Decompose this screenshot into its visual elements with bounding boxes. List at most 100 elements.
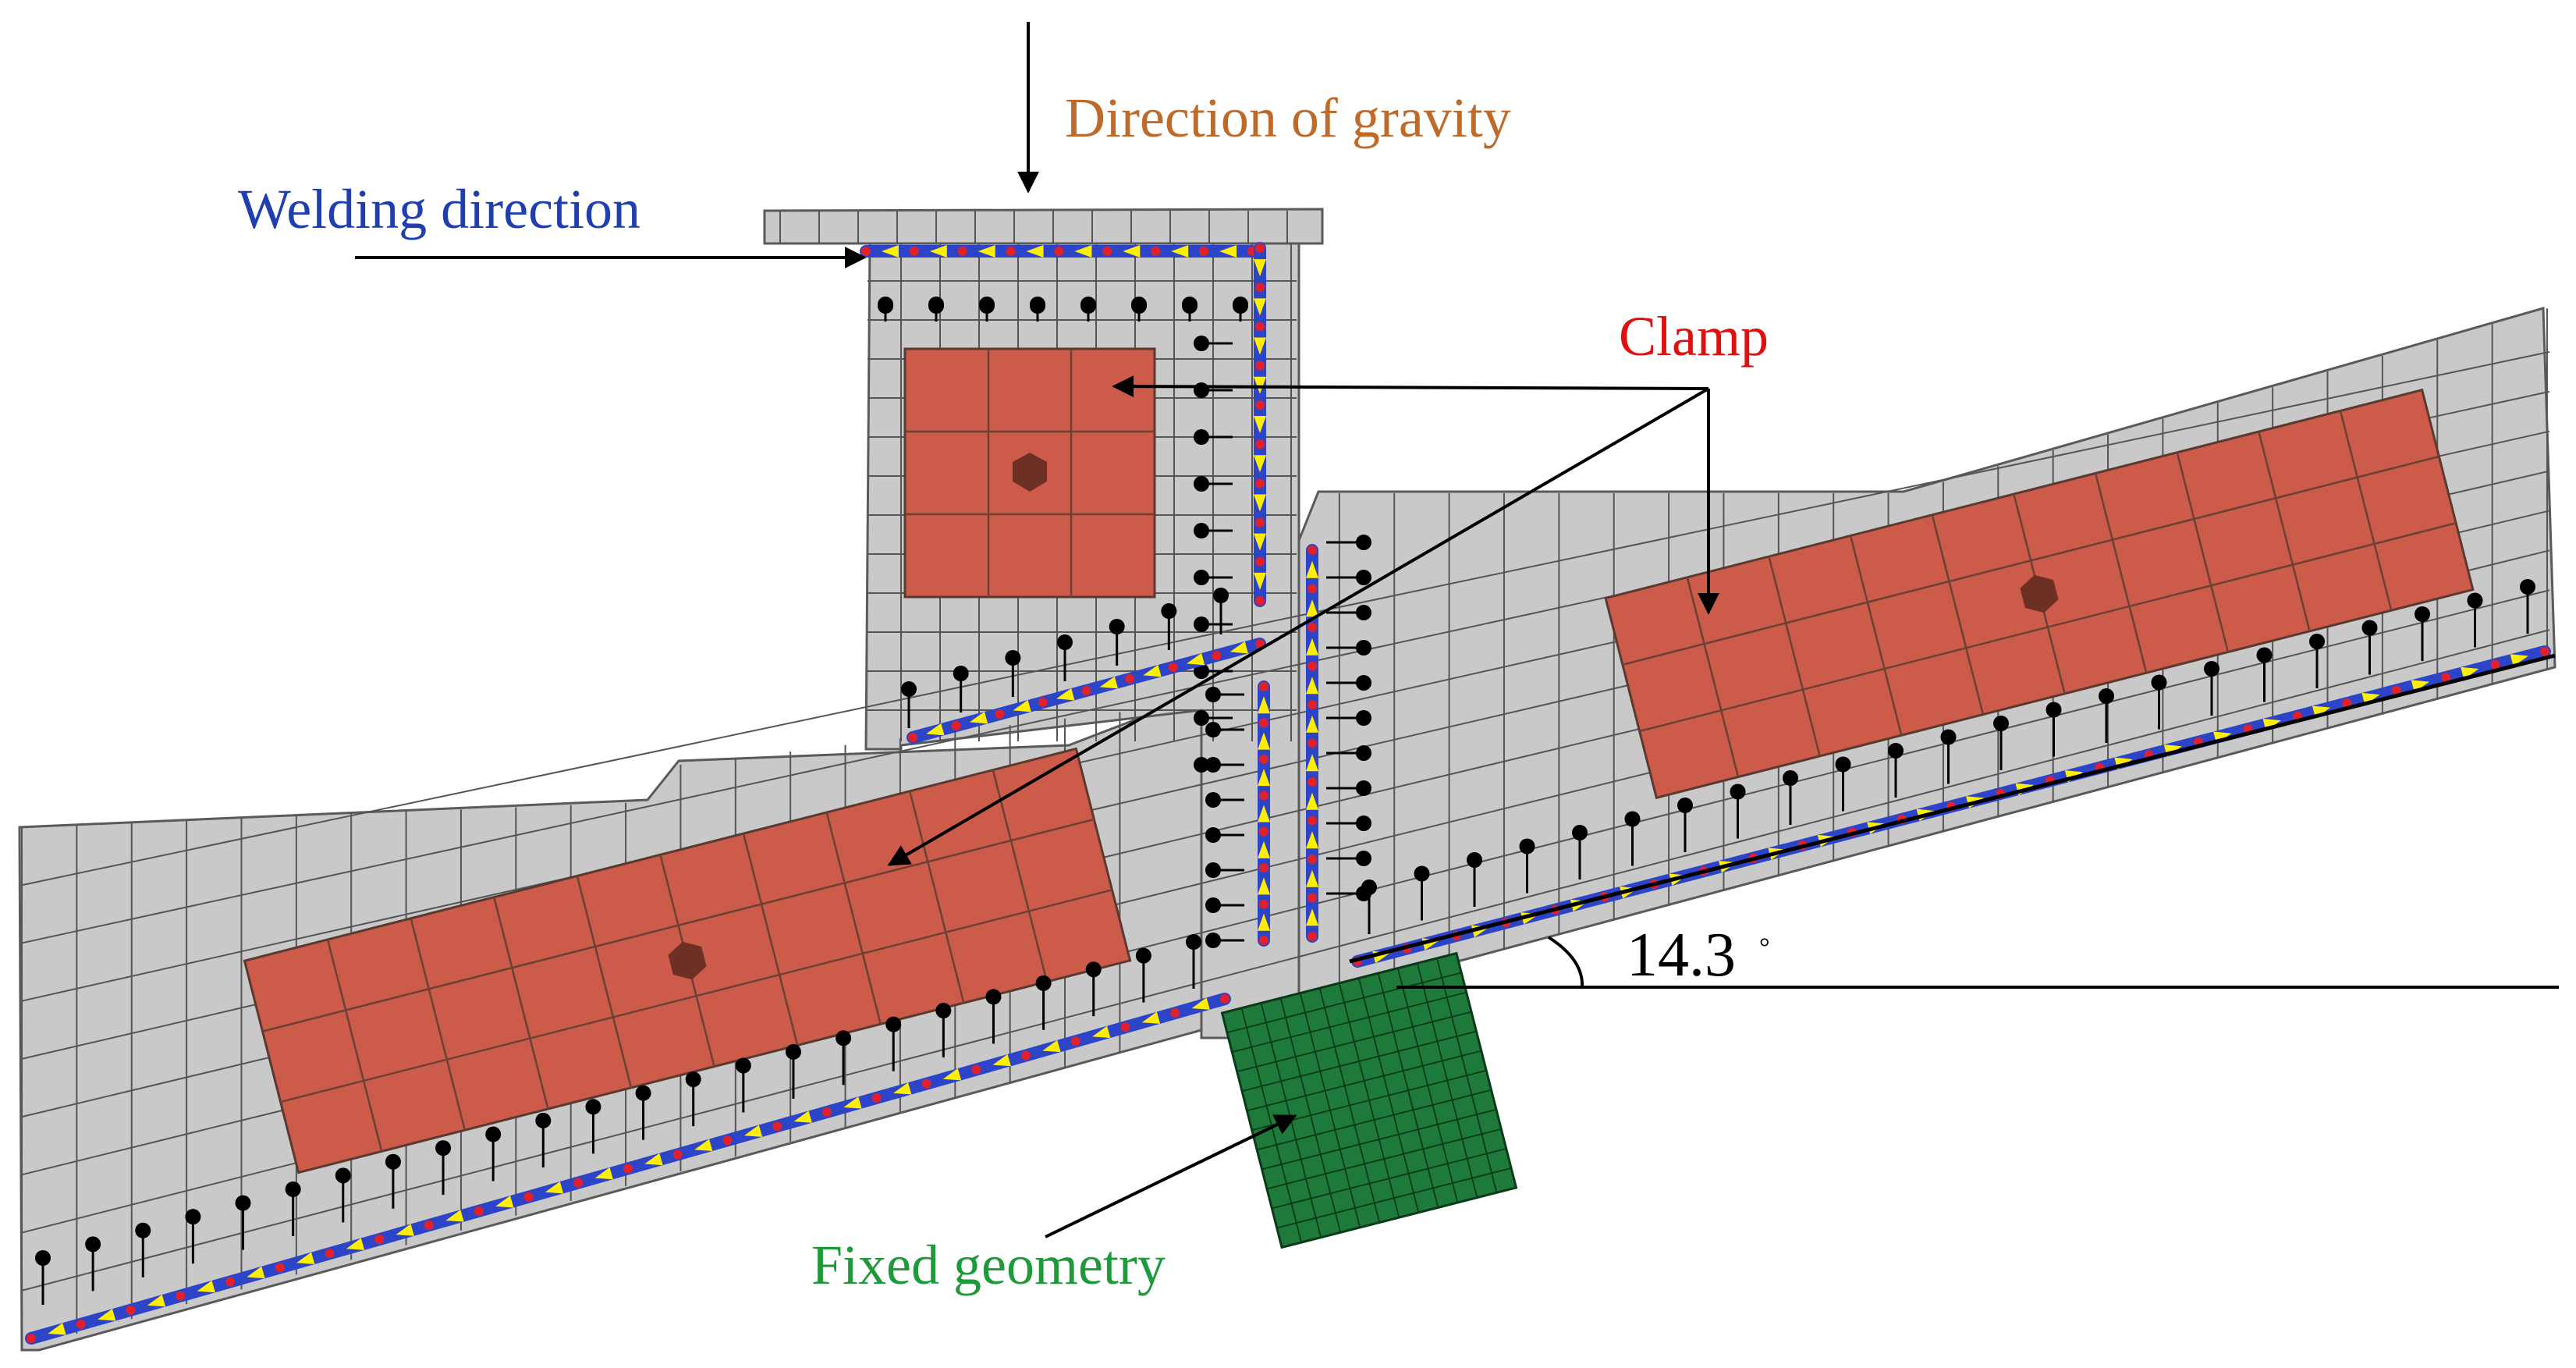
lollipop-arrow-icon: [1194, 336, 1233, 351]
weld-direction-arrow-icon: [1229, 641, 1248, 654]
lollipop-arrow-icon: [135, 1222, 151, 1277]
weld-direction-arrow-icon: [495, 1196, 514, 1208]
lollipop-arrow-icon: [1035, 975, 1052, 1030]
weld-node: [1259, 718, 1268, 728]
lollipop-arrow-icon: [1205, 897, 1244, 913]
lollipop-arrow-icon: [1624, 811, 1641, 866]
weld-node: [1255, 478, 1265, 489]
lollipop-arrow-icon: [1783, 770, 1798, 825]
lollipop-arrow-icon: [2520, 579, 2535, 634]
lollipop-arrow-icon: [1326, 815, 1371, 831]
lollipop-arrow-icon: [1194, 663, 1233, 679]
weld-node: [921, 1078, 931, 1089]
weld-direction-arrow-icon: [1171, 245, 1189, 258]
lollipop-arrow-icon: [1213, 588, 1229, 634]
weld-direction-arrow-icon: [1141, 1011, 1161, 1024]
lollipop-arrow-icon: [1194, 429, 1233, 445]
lollipop-arrow-icon: [1326, 640, 1371, 656]
incline-reference-line: [1349, 653, 2556, 964]
weld-node: [1259, 863, 1268, 873]
lollipop-arrow-icon: [1194, 523, 1233, 538]
lollipop-arrow-icon: [2046, 702, 2062, 757]
weld-node: [1308, 738, 1317, 748]
fixed-geometry-label: Fixed geometry: [811, 1234, 1166, 1296]
lollipop-arrow-icon: [1005, 650, 1021, 697]
weld-node: [2540, 647, 2549, 656]
weld-node: [908, 733, 917, 742]
weld-direction-arrow-icon: [1306, 754, 1318, 772]
weld-node: [1006, 247, 1016, 256]
weld-direction-arrow-icon: [992, 1054, 1011, 1067]
weld-node: [27, 1334, 36, 1343]
weld-node: [1255, 517, 1265, 528]
weld-node: [523, 1192, 534, 1202]
weld-direction-arrow-icon: [793, 1110, 812, 1123]
weld-node: [76, 1319, 86, 1329]
weld-direction-arrow-icon: [929, 245, 947, 258]
weld-direction-arrow-icon: [1254, 494, 1266, 512]
lollipop-arrow-icon: [1186, 934, 1201, 989]
weld-direction-arrow-icon: [1013, 699, 1031, 712]
weld-node: [623, 1164, 633, 1174]
lollipop-arrow-icon: [1326, 780, 1371, 796]
lollipop-arrow-icon: [2256, 647, 2273, 702]
weld-node: [1259, 936, 1268, 945]
weld-direction-arrow-icon: [1306, 599, 1318, 617]
weld-line: [1254, 242, 1266, 607]
weld-line: [25, 993, 1231, 1345]
weld-direction-arrow-icon: [247, 1266, 265, 1279]
lollipop-arrow-icon: [928, 298, 944, 322]
lollipop-arrow-icon: [1519, 838, 1535, 894]
weld-direction-arrow-icon: [1258, 840, 1270, 858]
weld-node: [325, 1249, 335, 1259]
weld-node: [871, 1093, 882, 1103]
lollipop-arrow-icon: [1205, 722, 1244, 737]
weld-node: [1070, 1036, 1080, 1046]
lollipop-arrow-icon: [1326, 570, 1371, 585]
weld-direction-arrow-icon: [1219, 245, 1237, 258]
weld-node: [1212, 651, 1222, 660]
clamp-label: Clamp: [1619, 305, 1769, 368]
lollipop-arrow-icon: [185, 1209, 201, 1264]
weld-direction-arrow-icon: [1056, 688, 1075, 701]
weld-node: [1308, 623, 1317, 632]
weld-node: [1308, 584, 1317, 594]
weld-direction-arrow-icon: [1254, 298, 1266, 316]
weld-direction-arrow-icon: [942, 1068, 962, 1081]
weld-node: [2441, 673, 2451, 683]
weld-direction-arrow-icon: [1258, 805, 1270, 823]
lollipop-arrow-icon: [878, 298, 893, 322]
weld-node: [995, 709, 1005, 719]
weld-node: [2391, 685, 2401, 695]
lollipop-arrow-icon: [685, 1071, 701, 1127]
weld-node: [1308, 545, 1317, 555]
weld-direction-arrow-icon: [1186, 652, 1205, 666]
lollipop-arrow-icon: [985, 989, 1002, 1044]
weld-direction-arrow-icon: [197, 1280, 215, 1293]
weld-node: [1199, 247, 1209, 256]
weld-node: [1038, 698, 1048, 707]
weld-node: [1308, 700, 1317, 709]
lollipop-arrow-icon: [836, 1030, 852, 1086]
weld-node: [1308, 893, 1317, 903]
weld-node: [722, 1135, 733, 1146]
weld-direction-arrow-icon: [2510, 654, 2528, 666]
weld-direction-arrow-icon: [2461, 666, 2479, 680]
lollipop-arrow-icon: [1085, 961, 1102, 1017]
weld-node: [573, 1178, 584, 1188]
lollipop-arrow-icon: [935, 1003, 952, 1058]
lollipop-arrow-icon: [1080, 298, 1096, 322]
weld-direction-arrow-icon: [1074, 245, 1092, 258]
weld-direction-arrow-icon: [1254, 455, 1266, 473]
lollipop-arrow-icon: [35, 1250, 51, 1305]
weld-node: [1255, 322, 1265, 332]
lollipop-arrow-icon: [2309, 634, 2325, 688]
lollipop-arrow-icon: [1326, 745, 1371, 761]
weld-direction-arrow-icon: [346, 1238, 365, 1250]
weld-node: [957, 247, 967, 256]
weld-node: [772, 1121, 782, 1132]
weld-line: [1306, 544, 1318, 943]
weld-node: [1255, 439, 1265, 449]
weld-direction-arrow-icon: [147, 1294, 166, 1307]
lollipop-arrow-icon: [1326, 535, 1371, 550]
